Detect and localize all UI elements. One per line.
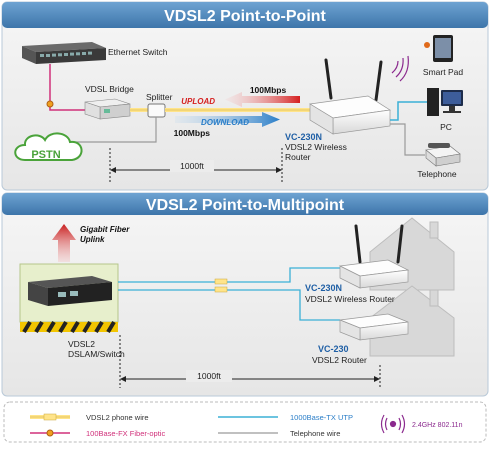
vdsl-bridge-icon xyxy=(84,98,131,120)
download-label: DOWNLOAD xyxy=(201,118,249,127)
dslam-stripe xyxy=(20,320,118,334)
splitter-label: Splitter xyxy=(146,92,173,102)
router2-desc: VDSL2 Wireless Router xyxy=(305,294,395,304)
uplink-label-line1: Gigabit Fiber xyxy=(80,225,130,234)
dslam-label-line1: VDSL2 xyxy=(68,339,95,349)
p2p-header-title: VDSL2 Point-to-Point xyxy=(164,8,326,25)
phone-wire-dslam-router2 xyxy=(118,289,340,321)
phone-wire-dslam-router1 xyxy=(118,267,340,283)
legend-phone-wire-label: VDSL2 phone wire xyxy=(86,413,149,422)
uplink-label-line2: Uplink xyxy=(80,235,105,244)
pstn-label: PSTN xyxy=(31,149,60,161)
router-vc230-icon xyxy=(339,313,409,341)
distance-label-p2p: 1000ft xyxy=(180,161,204,171)
phone-wire-connector-icon xyxy=(214,286,228,293)
p2mp-header-title: VDSL2 Point-to-Multipoint xyxy=(146,197,345,214)
fiber-connector-icon xyxy=(46,100,54,108)
ethernet-switch-icon xyxy=(22,42,106,64)
legend-utp-label: 1000Base-TX UTP xyxy=(290,413,353,422)
router-vc230n-icon xyxy=(308,58,391,135)
house-icon xyxy=(369,285,455,357)
upload-arrow-icon xyxy=(225,92,300,107)
telephone-icon xyxy=(425,143,461,167)
router-vc230n-icon xyxy=(338,224,410,289)
smart-pad-icon xyxy=(433,35,453,62)
pc-icon xyxy=(427,88,463,116)
wireless-signal-dot-icon xyxy=(424,42,430,48)
download-speed: 100Mbps xyxy=(174,128,211,138)
pstn-cloud-icon xyxy=(14,132,83,161)
legend-telephone-wire-label: Telephone wire xyxy=(290,429,340,438)
utp-link-router-pc xyxy=(390,101,428,121)
legend-box xyxy=(3,401,487,443)
dslam-switch-icon xyxy=(28,276,112,306)
fiber-link-switch-bridge xyxy=(49,64,85,111)
telephone-wire-to-pstn xyxy=(72,117,157,143)
legend-fiber-swatch xyxy=(30,429,70,437)
router1-desc-line1: VDSL2 Wireless xyxy=(285,142,347,152)
upload-speed: 100Mbps xyxy=(250,85,287,95)
p2mp-header-bar xyxy=(2,193,488,215)
phone-wire-connector-icon xyxy=(214,278,228,285)
router1-model-label: VC-230N xyxy=(285,132,322,142)
p2p-header-bar xyxy=(2,2,488,28)
router2-model-label: VC-230N xyxy=(305,283,342,293)
router3-desc: VDSL2 Router xyxy=(312,355,367,365)
legend-phone-wire-swatch xyxy=(30,413,70,421)
ethernet-switch-label: Ethernet Switch xyxy=(108,47,168,57)
router1-desc-line2: Router xyxy=(285,152,311,162)
smart-pad-label: Smart Pad xyxy=(423,67,463,77)
upload-label: UPLOAD xyxy=(181,97,215,106)
dslam-label-line2: DSLAM/Switch xyxy=(68,349,125,359)
gigabit-uplink-arrow-icon xyxy=(52,224,76,262)
wireless-waves-icon xyxy=(391,55,409,82)
download-arrow-icon xyxy=(175,112,280,127)
telephone-label: Telephone xyxy=(417,169,457,179)
distance-label-p2mp: 1000ft xyxy=(197,371,221,381)
pc-label: PC xyxy=(440,122,452,132)
splitter-icon xyxy=(147,103,166,118)
legend-fiber-label: 100Base-FX Fiber-optic xyxy=(86,429,165,438)
router3-model-label: VC-230 xyxy=(318,344,349,354)
telephone-wire-router-phone xyxy=(390,123,425,156)
distance-marker-p2mp xyxy=(119,335,381,388)
legend-wireless-icon xyxy=(380,414,406,434)
legend-wireless-label: 2.4GHz 802.11n xyxy=(412,422,463,429)
vdsl-bridge-label: VDSL Bridge xyxy=(85,84,134,94)
